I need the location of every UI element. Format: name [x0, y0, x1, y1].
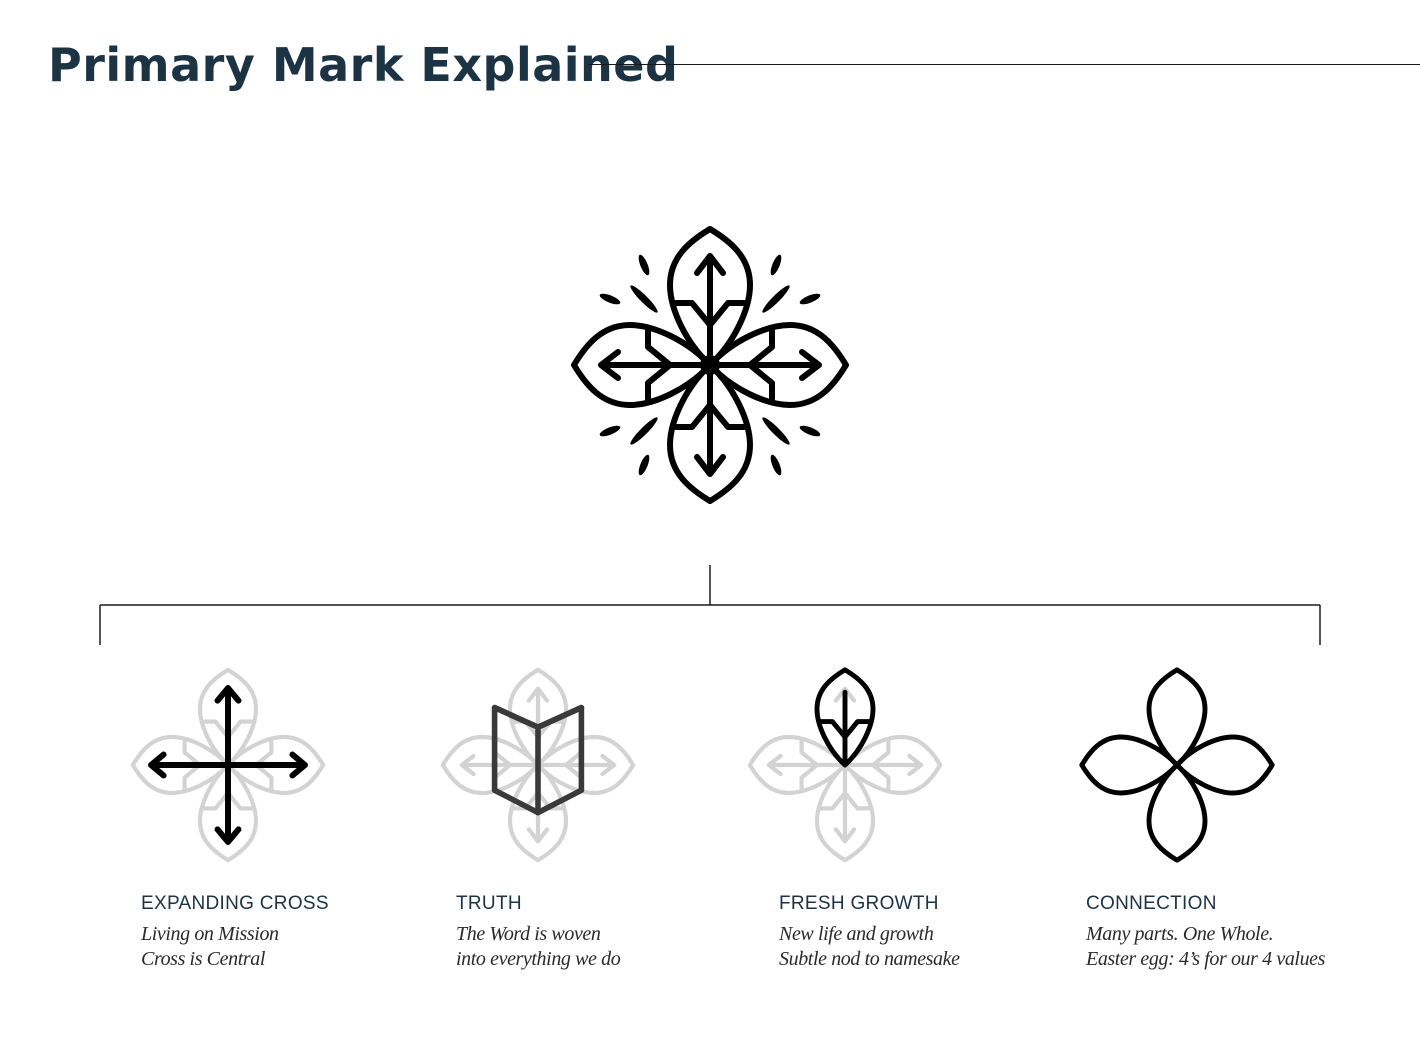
- primary-mark-icon: [574, 229, 846, 501]
- component-connection: CONNECTION Many parts. One Whole. Easter…: [1086, 892, 1406, 972]
- component-expanding-cross: EXPANDING CROSS Living on Mission Cross …: [141, 892, 441, 972]
- title-rule: [588, 64, 1420, 65]
- component-line-2: Subtle nod to namesake: [779, 948, 960, 970]
- ray-marks: [598, 253, 822, 477]
- component-title: CONNECTION: [1086, 893, 1217, 914]
- component-title: EXPANDING CROSS: [141, 893, 329, 914]
- component-line-2: Easter egg: 4’s for our 4 values: [1086, 948, 1326, 970]
- component-line-1: New life and growth: [779, 923, 934, 945]
- component-line-1: Many parts. One Whole.: [1086, 923, 1274, 945]
- page-title: Primary Mark Explained: [48, 38, 679, 92]
- leaf-icon: [750, 670, 940, 860]
- component-truth: TRUTH The Word is woven into everything …: [456, 892, 756, 972]
- component-title: FRESH GROWTH: [779, 893, 939, 914]
- component-line-1: Living on Mission: [141, 923, 279, 945]
- four-petal-flower-icon: [1082, 670, 1272, 860]
- component-fresh-growth: FRESH GROWTH New life and growth Subtle …: [779, 892, 1079, 972]
- component-line-1: The Word is woven: [456, 923, 601, 945]
- expanding-cross-icon: [133, 670, 323, 860]
- component-title: TRUTH: [456, 893, 522, 914]
- connector-bracket: [99, 565, 1321, 645]
- component-line-2: Cross is Central: [141, 948, 266, 970]
- book-icon: [443, 670, 633, 860]
- component-line-2: into everything we do: [456, 948, 621, 970]
